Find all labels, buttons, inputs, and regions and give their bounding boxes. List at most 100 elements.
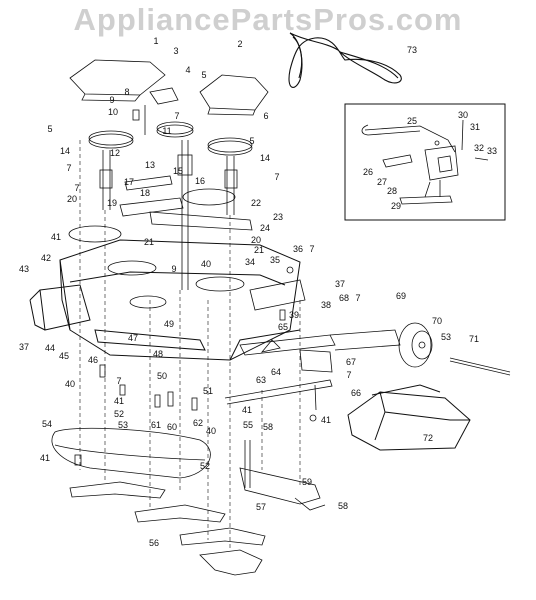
part-callout: 6: [263, 111, 269, 121]
discharge-chute: [347, 384, 471, 451]
part-callout: 13: [144, 160, 156, 170]
part-callout: 9: [109, 95, 115, 105]
part-callout: 22: [250, 198, 262, 208]
part-callout: 32: [473, 143, 485, 153]
part-callout: 7: [309, 244, 315, 254]
part-callout: 5: [249, 136, 255, 146]
part-callout: 36: [292, 244, 304, 254]
part-callout: 50: [156, 371, 168, 381]
part-callout: 52: [199, 461, 211, 471]
part-callout: 5: [201, 70, 207, 80]
part-callout: 51: [202, 386, 214, 396]
part-callout: 31: [469, 122, 481, 132]
gauge-wheel: [398, 322, 433, 368]
part-callout: 4: [185, 65, 191, 75]
part-callout: 58: [337, 501, 349, 511]
part-callout: 60: [166, 422, 178, 432]
part-callout: 71: [468, 334, 480, 344]
part-callout: 54: [41, 419, 53, 429]
part-callout: 44: [44, 343, 56, 353]
part-callout: 1: [153, 36, 159, 46]
part-callout: 64: [270, 367, 282, 377]
part-callout: 38: [320, 300, 332, 310]
part-callout: 62: [192, 418, 204, 428]
part-callout: 34: [244, 257, 256, 267]
part-callout: 52: [113, 409, 125, 419]
part-callout: 14: [59, 146, 71, 156]
part-callout: 68: [338, 293, 350, 303]
part-callout: 37: [18, 342, 30, 352]
part-callout: 35: [269, 255, 281, 265]
part-callout: 73: [406, 45, 418, 55]
part-callout: 58: [262, 422, 274, 432]
part-callout: 49: [163, 319, 175, 329]
part-callout: 7: [116, 376, 122, 386]
part-callout: 41: [320, 415, 332, 425]
part-callout: 67: [345, 357, 357, 367]
part-callout: 48: [152, 349, 164, 359]
part-callout: 21: [253, 245, 265, 255]
part-callout: 18: [139, 188, 151, 198]
part-callout: 28: [386, 186, 398, 196]
belt-covers: [69, 59, 269, 116]
part-callout: 14: [259, 153, 271, 163]
part-callout: 20: [66, 194, 78, 204]
part-callout: 42: [40, 253, 52, 263]
part-callout: 16: [194, 176, 206, 186]
part-callout: 25: [406, 116, 418, 126]
part-callout: 43: [18, 264, 30, 274]
part-callout: 41: [50, 232, 62, 242]
part-callout: 70: [431, 316, 443, 326]
part-callout: 7: [74, 183, 80, 193]
part-callout: 10: [107, 107, 119, 117]
part-callout: 9: [171, 264, 177, 274]
part-callout: 12: [109, 148, 121, 158]
part-callout: 63: [255, 375, 267, 385]
part-callout: 15: [172, 166, 184, 176]
lift-linkage: [224, 279, 401, 411]
part-callout: 11: [162, 126, 172, 136]
part-callout: 59: [301, 477, 313, 487]
blade-housing: [51, 427, 211, 479]
part-callout: 72: [422, 433, 434, 443]
part-callout: 65: [277, 322, 289, 332]
part-callout: 27: [376, 177, 388, 187]
part-callout: 7: [174, 111, 180, 121]
part-callout: 40: [205, 426, 217, 436]
part-callout: 55: [242, 420, 254, 430]
cutting-blades: [69, 481, 266, 576]
part-callout: 57: [255, 502, 267, 512]
part-callout: 46: [87, 355, 99, 365]
part-callout: 53: [117, 420, 129, 430]
part-callout: 17: [123, 177, 135, 187]
part-callout: 21: [143, 237, 155, 247]
part-callout: 40: [64, 379, 76, 389]
part-callout: 69: [395, 291, 407, 301]
part-callout: 61: [150, 420, 162, 430]
fasteners: [74, 109, 317, 466]
part-callout: 5: [47, 124, 53, 134]
part-callout: 41: [113, 396, 125, 406]
part-callout: 8: [124, 87, 130, 97]
part-callout: 40: [200, 259, 212, 269]
part-callout: 24: [259, 223, 271, 233]
part-callout: 7: [346, 370, 352, 380]
spindle-pulleys: [68, 121, 253, 309]
part-callout: 7: [66, 163, 72, 173]
part-callout: 39: [288, 310, 300, 320]
mower-deck: [29, 239, 301, 361]
part-callout: 7: [355, 293, 361, 303]
inset-bracket-assembly: [361, 119, 489, 205]
part-callout: 20: [250, 235, 262, 245]
part-callout: 19: [106, 198, 118, 208]
part-callout: 33: [486, 146, 498, 156]
part-callout: 2: [237, 39, 243, 49]
part-callout: 56: [148, 538, 160, 548]
part-callout: 66: [350, 388, 362, 398]
lift-rod: [449, 357, 511, 376]
part-callout: 47: [127, 333, 139, 343]
part-callout: 45: [58, 351, 70, 361]
idler-bracket: [119, 175, 253, 231]
